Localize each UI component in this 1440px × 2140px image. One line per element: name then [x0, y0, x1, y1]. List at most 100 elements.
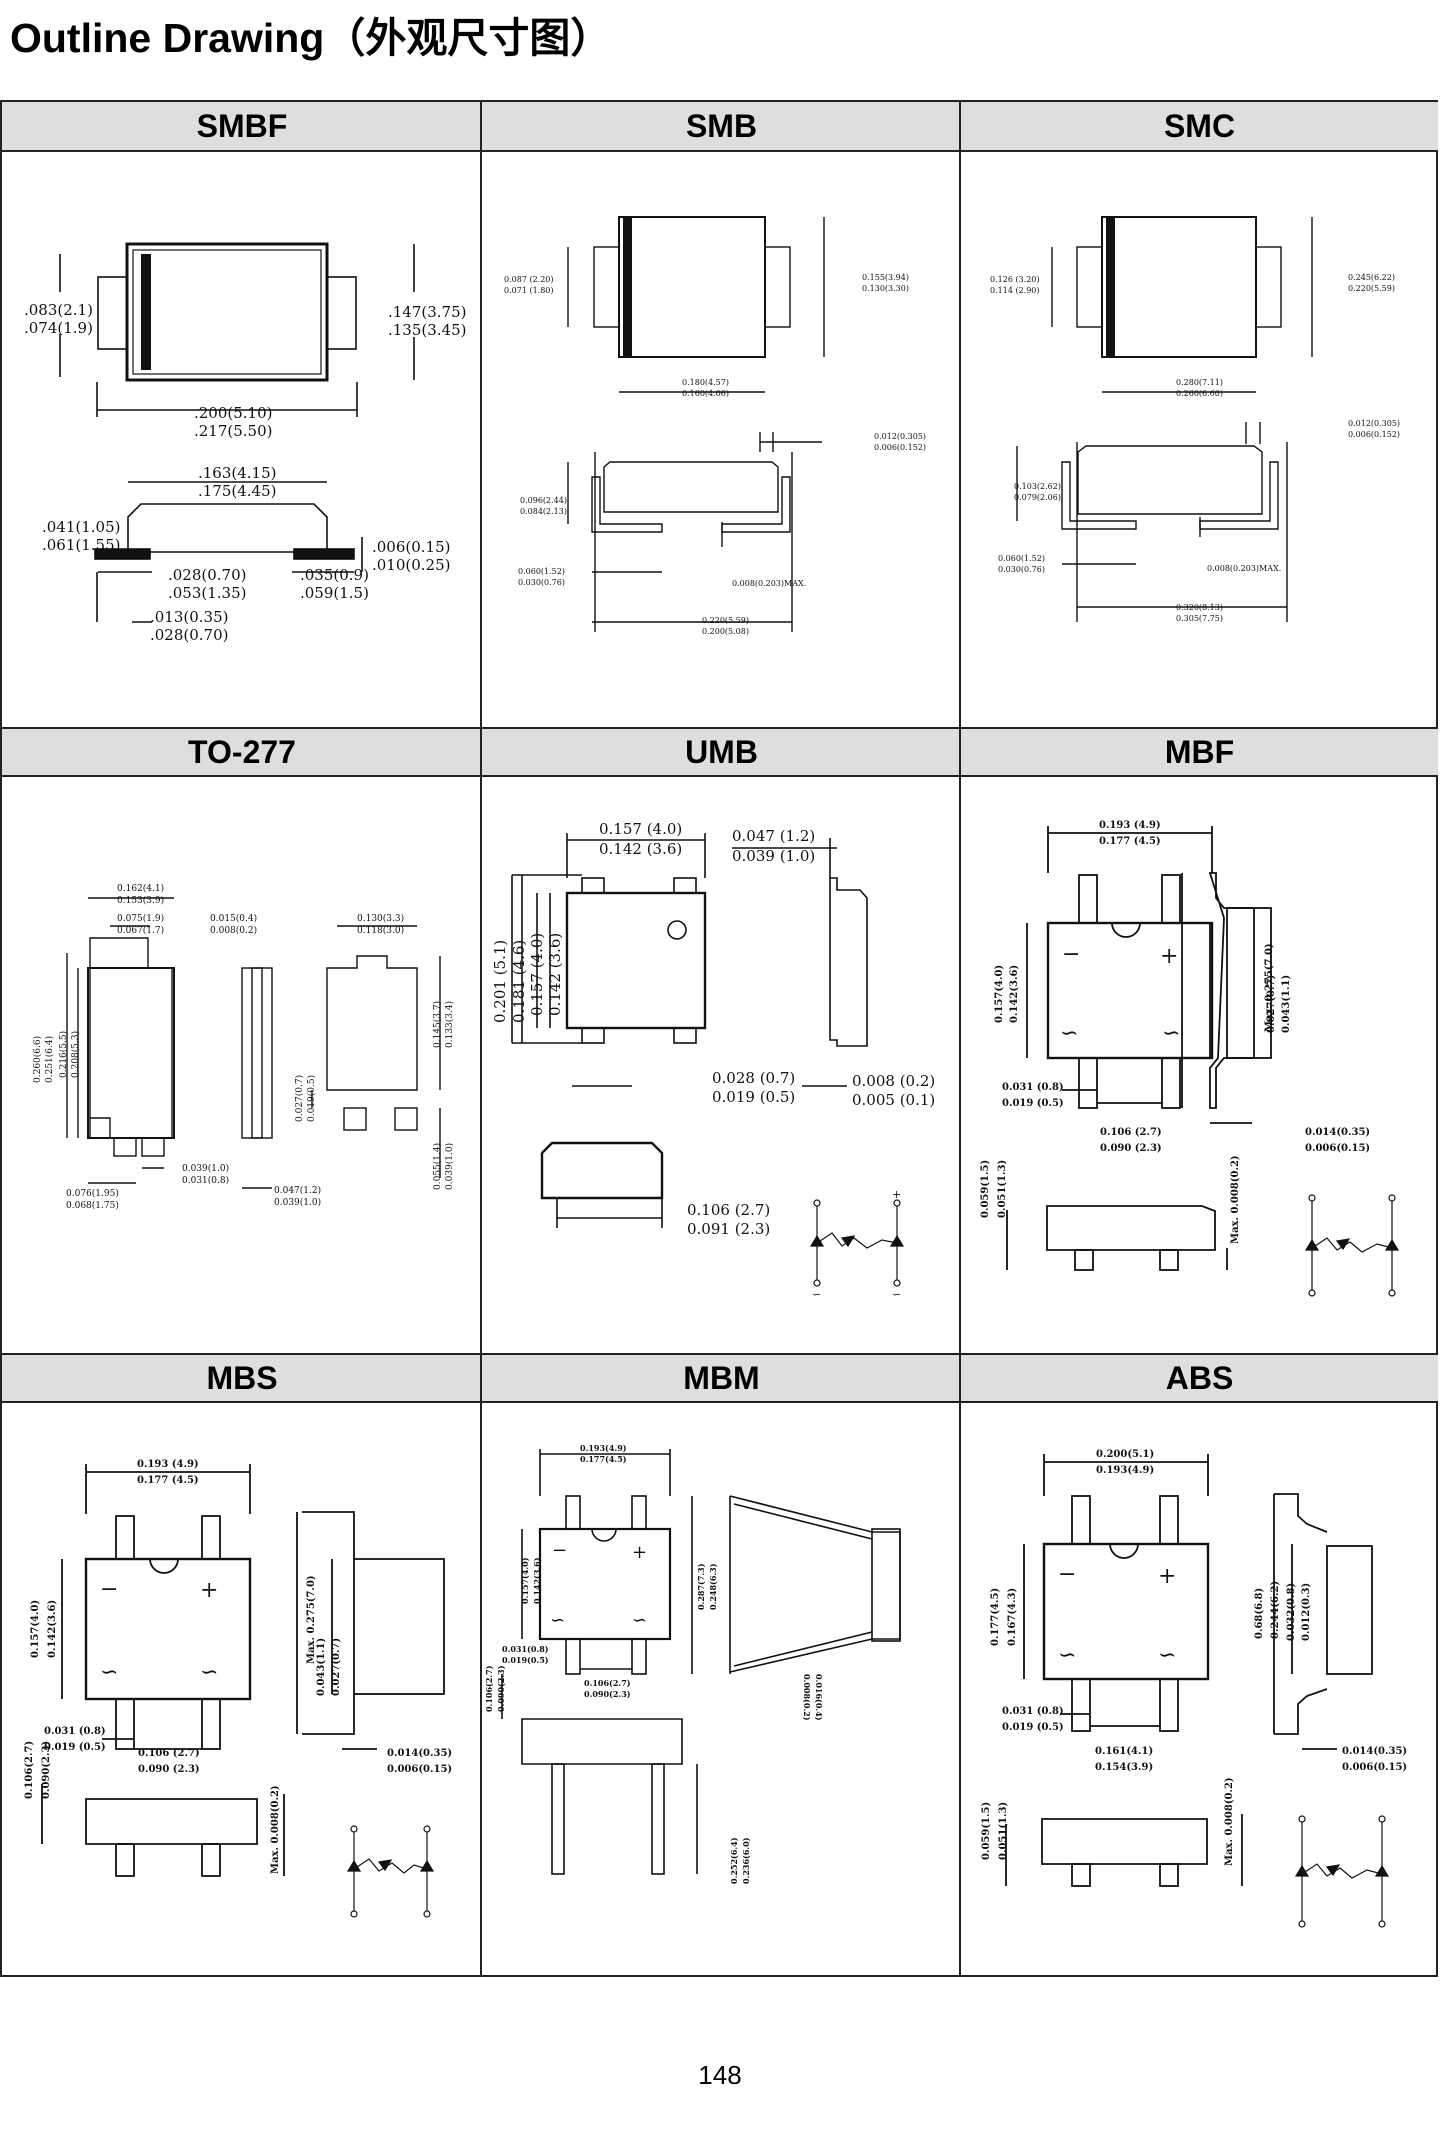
dim-label: 0.014(0.35)	[1305, 1127, 1370, 1138]
dim-label: 0.016(0.4)	[814, 1674, 824, 1721]
dim-label: 0.200(5.08)	[702, 627, 749, 636]
dim-label: .083(2.1)	[24, 301, 93, 319]
dim-label: 0.244(6.2)	[1270, 1581, 1281, 1639]
dim-label: 0.090 (2.3)	[138, 1764, 200, 1775]
dim-label: 0.059(1.5)	[981, 1802, 992, 1860]
dim-label: 0.142(3.6)	[1009, 965, 1020, 1023]
dim-label: 0.280(7.11)	[1176, 378, 1223, 387]
dim-label: 0.014(0.35)	[387, 1748, 452, 1759]
dim-label: 0.028 (0.7)	[712, 1069, 795, 1087]
dim-label: 0.059(1.5)	[980, 1160, 991, 1218]
plus-label: +	[200, 1578, 218, 1603]
bridge-symbol	[346, 1825, 435, 1918]
dim-label: 0.090(2.3)	[496, 1665, 506, 1712]
dim-label: .013(0.35)	[150, 608, 229, 626]
dim-label: 0.220(5.59)	[1348, 284, 1395, 293]
dim-label: 0.245(6.22)	[1348, 273, 1395, 282]
dim-label: 0.157(4.0)	[30, 1600, 41, 1658]
ac-label: ∽	[550, 1610, 565, 1631]
dim-label: 0.126 (3.20)	[990, 275, 1040, 284]
dim-label: .028(0.70)	[168, 566, 247, 584]
dim-label: 0.106 (2.7)	[138, 1748, 200, 1759]
dim-label: 0.181 (4.6)	[510, 940, 528, 1023]
drawing-to277: 0.162(4.1) 0.153(3.9) 0.075(1.9) 0.067(1…	[32, 883, 455, 1211]
dim-label: 0.133(3.4)	[444, 1001, 455, 1048]
header-to277: TO-277	[2, 727, 482, 777]
plus-label: +	[632, 1542, 647, 1563]
dim-label: 0.012(0.305)	[1348, 419, 1400, 428]
ac-label: ∽	[1158, 1643, 1176, 1668]
dim-label: 0.008(0.2)	[210, 925, 257, 936]
header-smb: SMB	[482, 102, 961, 152]
dim-label: 0.68(6.8)	[1254, 1588, 1265, 1639]
dim-label: .074(1.9)	[24, 319, 93, 337]
ac-label: ∽	[100, 1660, 118, 1685]
dim-label: 0.154(3.9)	[1095, 1762, 1153, 1773]
dim-label: .163(4.15)	[198, 464, 277, 482]
dim-label: 0.090(2.3)	[584, 1689, 631, 1699]
dim-label: 0.051(1.3)	[998, 1802, 1009, 1860]
dim-label: 0.006(0.15)	[387, 1764, 452, 1775]
header-mbs: MBS	[2, 1353, 482, 1403]
dim-label: 0.031 (0.8)	[1002, 1082, 1064, 1093]
dim-label: 0.252(6.4)	[729, 1837, 739, 1884]
plus-label: +	[1158, 1564, 1176, 1589]
dim-label: 0.153(3.9)	[117, 895, 164, 906]
dim-label: 0.106(2.7)	[484, 1665, 494, 1712]
dim-label: Max. 0.275(7.0)	[1264, 943, 1275, 1032]
page-title: Outline Drawing（外观尺寸图）	[10, 15, 612, 61]
dim-label: .041(1.05)	[42, 518, 121, 536]
dim-label: 0.008(0.2)	[802, 1674, 812, 1721]
dim-label: 0.090(2.3)	[41, 1741, 52, 1799]
drawing-umb: 0.157 (4.0) 0.142 (3.6) 0.047 (1.2) 0.03…	[491, 820, 935, 1301]
dim-label: 0.157(4.0)	[994, 965, 1005, 1023]
dim-label: 0.060(1.52)	[518, 567, 565, 576]
dim-label: .010(0.25)	[372, 556, 451, 574]
dim-label: .217(5.50)	[194, 422, 273, 440]
dim-label: 0.193 (4.9)	[1099, 820, 1161, 831]
dim-label: 0.177(4.5)	[580, 1454, 627, 1464]
dim-label: 0.216(5.5)	[58, 1031, 69, 1078]
dim-label: 0.008 (0.2)	[852, 1072, 935, 1090]
dim-label: 0.060(1.52)	[998, 554, 1045, 563]
dim-label: Max. 0.275(7.0)	[306, 1575, 317, 1664]
dim-label: 0.157 (4.0)	[599, 820, 682, 838]
dim-label: .028(0.70)	[150, 626, 229, 644]
dim-label: 0.177(4.5)	[990, 1588, 1001, 1646]
header-mbm: MBM	[482, 1353, 961, 1403]
dim-label: 0.006(0.152)	[1348, 430, 1400, 439]
dim-label: 0.236(6.0)	[741, 1837, 751, 1884]
dim-label: 0.320(8.13)	[1176, 603, 1223, 612]
dim-label: 0.160(4.06)	[682, 389, 729, 398]
drawing-smbf: .083(2.1) .074(1.9) .147(3.75) .135(3.45…	[24, 242, 467, 644]
dim-label: 0.043(1.1)	[316, 1638, 327, 1696]
dim-label: 0.043(1.1)	[1281, 975, 1292, 1033]
dim-label: 0.106(2.7)	[584, 1678, 631, 1688]
dim-label: 0.027(0.7)	[1266, 975, 1277, 1033]
dim-label: 0.079(2.06)	[1014, 493, 1061, 502]
dim-label: 0.008(0.203)MAX.	[732, 579, 806, 588]
dim-label: 0.039(1.0)	[274, 1197, 321, 1208]
dim-label: 0.006(0.152)	[874, 443, 926, 452]
dim-label: Max. 0.008(0.2)	[1230, 1155, 1241, 1244]
dim-label: 0.177 (4.5)	[1099, 836, 1161, 847]
dim-label: 0.008(0.203)MAX.	[1207, 564, 1281, 573]
drawing-mbs: 0.193 (4.9) 0.177 (4.5) 0.157(4.0) 0.142…	[24, 1459, 452, 1918]
dim-label: 0.055(1.4)	[432, 1143, 443, 1190]
plus-label: +	[1160, 944, 1178, 969]
dim-label: 0.114 (2.90)	[990, 286, 1040, 295]
dim-label: Max. 0.008(0.2)	[270, 1785, 281, 1874]
dim-label: 0.161(4.1)	[1095, 1746, 1153, 1757]
dim-label: 0.019 (0.5)	[1002, 1722, 1064, 1733]
dim-label: 0.193(4.9)	[580, 1443, 627, 1453]
ac-label: ∽	[200, 1660, 218, 1685]
header-umb: UMB	[482, 727, 961, 777]
bridge-symbol	[809, 1199, 905, 1287]
dim-label: .006(0.15)	[372, 538, 451, 556]
dim-label: 0.047(1.2)	[274, 1185, 321, 1196]
header-smbf: SMBF	[2, 102, 482, 152]
dim-label: 0.200(5.1)	[1096, 1449, 1154, 1460]
dim-label: 0.142 (3.6)	[546, 933, 564, 1016]
header-smc: SMC	[961, 102, 1438, 152]
dim-label: 0.031(0.8)	[502, 1644, 549, 1654]
